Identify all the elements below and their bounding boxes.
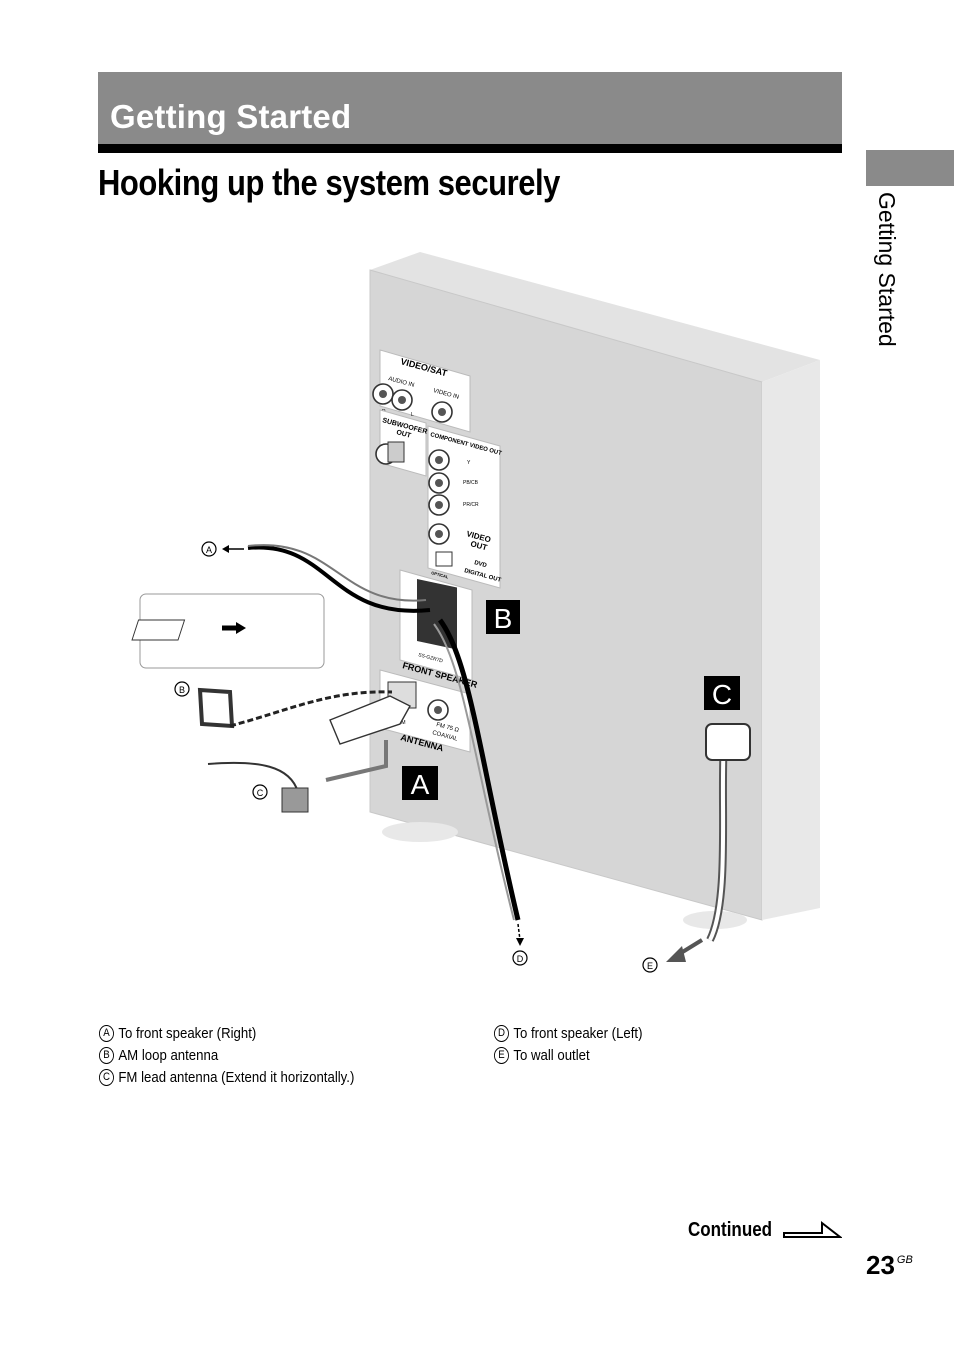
callout-d-label: D xyxy=(517,954,524,964)
callout-e-label: E xyxy=(647,961,653,971)
label-pr: PR/CR xyxy=(463,502,479,508)
box-c-label: C xyxy=(712,679,732,710)
am-wire xyxy=(229,690,393,728)
callout-e xyxy=(642,957,658,973)
box-a-label: A xyxy=(411,769,430,800)
box-b xyxy=(486,600,520,634)
callout-e-arrowhead xyxy=(666,946,686,962)
label-video-out: OUT xyxy=(469,539,488,552)
unit-side xyxy=(762,360,820,920)
fm-jack-core xyxy=(434,706,442,714)
jack-audio-l-core xyxy=(398,396,406,404)
label-optical: OPTICAL xyxy=(431,570,450,580)
legend-mark: C xyxy=(99,1068,114,1086)
speaker-wire-left xyxy=(437,618,521,921)
callout-a-arrowhead xyxy=(222,545,229,553)
label-dvd: DVD xyxy=(473,560,487,569)
label-fm: FM 75 Ω xyxy=(435,722,459,734)
continued-arrow-icon xyxy=(783,1220,842,1238)
fm-guide xyxy=(325,740,388,782)
jack-y-core xyxy=(435,456,443,464)
page-title: Hooking up the system securely xyxy=(98,162,560,203)
section-banner xyxy=(98,72,842,153)
speaker-wire-right-light xyxy=(247,544,427,602)
fm-lead xyxy=(207,761,299,793)
jack-pr-core xyxy=(435,501,443,509)
unit-foot-left xyxy=(382,822,458,842)
legend-mark: A xyxy=(99,1024,114,1042)
callout-d-arrow xyxy=(517,923,521,941)
label-l: L xyxy=(411,412,414,418)
side-tab-marker xyxy=(866,150,954,186)
callout-c-label: C xyxy=(257,788,264,798)
legend-mark: E xyxy=(494,1046,509,1064)
jack-video-out-core xyxy=(435,530,443,538)
callout-b xyxy=(174,681,190,697)
label-y: Y xyxy=(467,460,471,466)
callout-a xyxy=(201,541,217,557)
legend-text: FM lead antenna (Extend it horizontally.… xyxy=(118,1068,355,1086)
legend-text: To wall outlet xyxy=(513,1046,590,1064)
fm-connector xyxy=(281,787,309,813)
label-sub-out: OUT xyxy=(395,429,412,440)
hookup-diagram: VIDEO/SAT AUDIO IN VIDEO IN R L SUBWOOFE… xyxy=(131,252,820,973)
legend-text: To front speaker (Left) xyxy=(513,1024,643,1042)
callout-c xyxy=(252,784,268,800)
hand xyxy=(329,695,411,745)
am-inset-arrowhead xyxy=(236,622,246,634)
power-plug xyxy=(705,723,751,761)
callout-b-label: B xyxy=(179,685,185,695)
jack-subwoofer-body xyxy=(387,441,405,463)
legend-mark: B xyxy=(99,1046,114,1064)
box-b-label: B xyxy=(494,603,513,634)
legend-text: AM loop antenna xyxy=(118,1046,219,1064)
power-cord-inner xyxy=(708,739,726,941)
jack-video-in-core xyxy=(438,408,446,416)
speaker-wire-left-light xyxy=(433,623,515,921)
am-inset-stand xyxy=(131,619,186,641)
unit-top xyxy=(370,252,820,382)
callout-a-label: A xyxy=(206,545,212,555)
jack-pb-core xyxy=(435,479,443,487)
page-number-suffix: GB xyxy=(896,1254,913,1266)
callout-d xyxy=(512,950,528,966)
legend-text: To front speaker (Right) xyxy=(118,1024,257,1042)
label-am: AM xyxy=(398,720,406,726)
continued-label: Continued xyxy=(688,1219,773,1241)
legend-mark: D xyxy=(494,1024,509,1042)
side-tab-label-wrap: Getting Started xyxy=(870,192,904,372)
section-rule xyxy=(98,144,842,153)
page-number-value: 23 xyxy=(866,1250,895,1280)
am-loop xyxy=(197,687,235,729)
label-pb: PB/CB xyxy=(463,480,479,486)
speaker-wire-right xyxy=(247,545,431,613)
section-title: Getting Started xyxy=(110,98,352,135)
box-a xyxy=(402,766,438,800)
jack-audio-r-core xyxy=(379,390,387,398)
box-c xyxy=(704,676,740,710)
callout-d-arrowhead xyxy=(516,938,524,946)
side-tab-label: Getting Started xyxy=(874,192,900,347)
jack-optical xyxy=(435,551,453,567)
